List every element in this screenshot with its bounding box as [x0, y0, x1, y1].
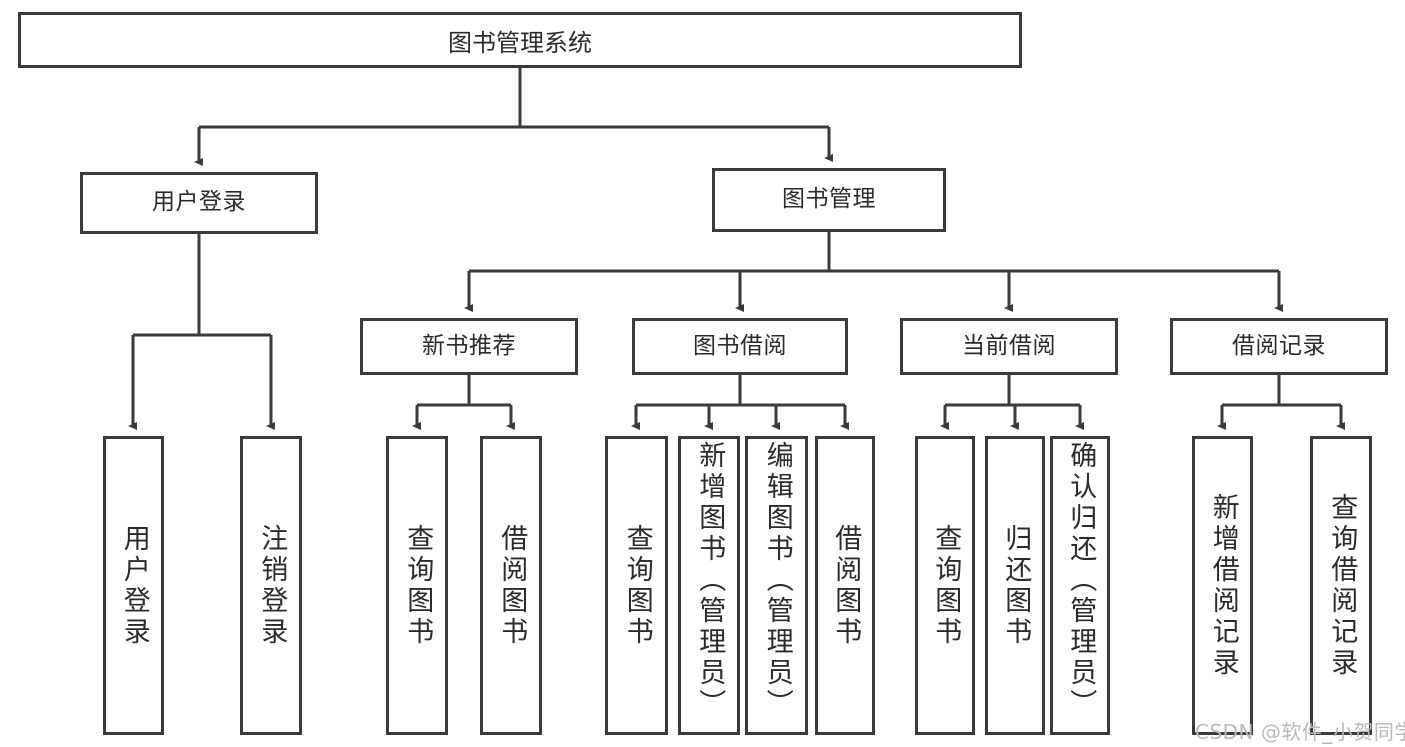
- leaf-add-borrow-record[interactable]: 新增借阅记录: [1192, 436, 1253, 735]
- leaf-label: 查询图书: [402, 523, 434, 648]
- node-current-borrow-label: 当前借阅: [962, 332, 1056, 359]
- leaf-label: 查询图书: [930, 523, 962, 648]
- node-root-label: 图书管理系统: [448, 28, 592, 57]
- node-new-book-recommend[interactable]: 新书推荐: [360, 318, 578, 375]
- node-borrow-records-label: 借阅记录: [1232, 332, 1326, 359]
- node-current-borrow[interactable]: 当前借阅: [900, 318, 1118, 375]
- leaf-query-books-borrow[interactable]: 查询图书: [605, 436, 668, 735]
- leaf-label: 查询借阅记录: [1326, 492, 1358, 679]
- leaf-label: 借阅图书: [830, 523, 862, 648]
- leaf-label: 确认归还（管理员）: [1065, 441, 1097, 720]
- node-book-borrow[interactable]: 图书借阅: [632, 318, 848, 375]
- leaf-label: 用户登录: [118, 523, 150, 648]
- node-user-login[interactable]: 用户登录: [80, 172, 318, 234]
- leaf-label: 注销登录: [256, 523, 288, 648]
- leaf-borrow-books-recommend[interactable]: 借阅图书: [480, 436, 542, 735]
- node-root[interactable]: 图书管理系统: [18, 12, 1022, 68]
- leaf-label: 编辑图书（管理员）: [761, 441, 793, 720]
- leaf-add-book-admin[interactable]: 新增图书（管理员）: [678, 436, 740, 735]
- leaf-user-login[interactable]: 用户登录: [103, 436, 164, 735]
- leaf-query-books-recommend[interactable]: 查询图书: [386, 436, 448, 735]
- leaf-label: 借阅图书: [496, 523, 528, 648]
- leaf-confirm-return-admin[interactable]: 确认归还（管理员）: [1050, 436, 1110, 735]
- leaf-return-books[interactable]: 归还图书: [985, 436, 1045, 735]
- leaf-label: 归还图书: [1000, 523, 1032, 648]
- leaf-label: 新增图书（管理员）: [694, 441, 726, 720]
- leaf-borrow-books[interactable]: 借阅图书: [815, 436, 875, 735]
- leaf-label: 查询图书: [621, 523, 653, 648]
- leaf-query-books-current[interactable]: 查询图书: [915, 436, 975, 735]
- watermark: CSDN @软件_小贺同学: [1195, 720, 1405, 744]
- node-new-book-recommend-label: 新书推荐: [422, 332, 516, 359]
- leaf-edit-book-admin[interactable]: 编辑图书（管理员）: [745, 436, 808, 735]
- leaf-label: 新增借阅记录: [1207, 492, 1239, 679]
- leaf-user-logout[interactable]: 注销登录: [240, 436, 302, 735]
- node-user-login-label: 用户登录: [152, 189, 246, 216]
- leaf-query-borrow-record[interactable]: 查询借阅记录: [1310, 436, 1372, 735]
- node-book-management[interactable]: 图书管理: [712, 168, 946, 232]
- node-borrow-records[interactable]: 借阅记录: [1170, 318, 1388, 375]
- node-book-borrow-label: 图书借阅: [693, 332, 787, 359]
- node-book-management-label: 图书管理: [782, 186, 876, 213]
